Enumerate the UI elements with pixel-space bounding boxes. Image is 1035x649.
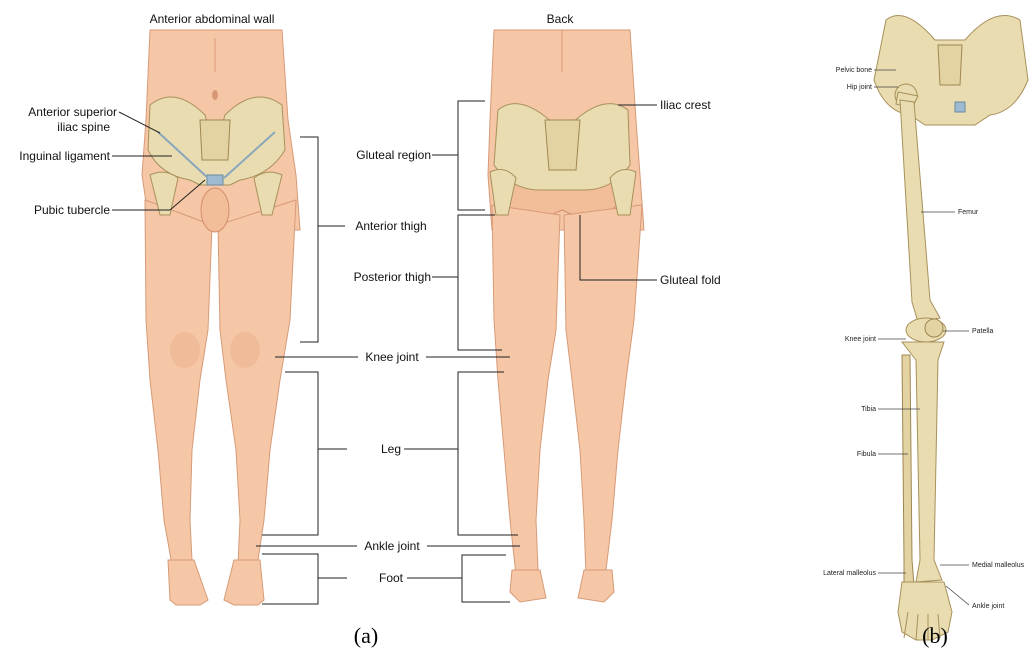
label-tibia: Tibia [861, 406, 876, 413]
label-gluteal-fold: Gluteal fold [660, 273, 721, 287]
label-leg: Leg [381, 442, 401, 456]
label-lateral-malleolus: Lateral malleolus [823, 570, 876, 577]
label-gluteal-region: Gluteal region [356, 148, 431, 162]
label-medial-malleolus: Medial malleolus [972, 562, 1025, 569]
label-foot: Foot [379, 571, 404, 585]
caption-b: (b) [922, 623, 948, 648]
label-anterior-abdominal-wall: Anterior abdominal wall [150, 12, 275, 26]
label-asis-line2: iliac spine [57, 120, 110, 134]
label-inguinal-ligament: Inguinal ligament [19, 149, 110, 163]
label-posterior-thigh: Posterior thigh [354, 270, 431, 284]
label-pelvic-bone: Pelvic bone [836, 67, 872, 74]
caption-a: (a) [354, 623, 378, 648]
skeleton-figure [874, 16, 1028, 641]
label-anterior-thigh: Anterior thigh [355, 219, 426, 233]
label-back: Back [547, 12, 575, 26]
label-ankle-joint-b: Ankle joint [972, 603, 1004, 610]
label-knee-joint: Knee joint [365, 350, 419, 364]
front-figure [142, 30, 300, 605]
label-pubic-tubercle: Pubic tubercle [34, 203, 110, 217]
label-iliac-crest: Iliac crest [660, 98, 711, 112]
label-fibula: Fibula [857, 451, 876, 458]
label-femur: Femur [958, 209, 979, 216]
label-asis-line1: Anterior superior [28, 105, 117, 119]
back-figure [488, 30, 644, 602]
label-patella: Patella [972, 328, 994, 335]
label-ankle-joint: Ankle joint [364, 539, 420, 553]
label-knee-joint-b: Knee joint [845, 336, 876, 343]
label-hip-joint: Hip joint [847, 84, 872, 91]
